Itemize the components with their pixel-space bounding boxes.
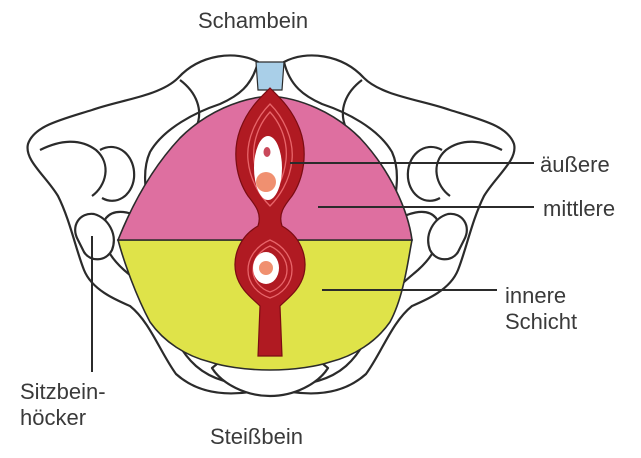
vaginal-spot [256,172,276,192]
pubic-symphysis [256,62,284,90]
upper-opening [254,136,282,200]
anal-spot [259,261,273,275]
label-inner-line1: innere [505,283,577,309]
urethra-spot [264,147,271,157]
label-middle-layer: mittlere [543,196,615,222]
label-sitz-line2: höcker [20,405,106,431]
label-outer-layer: äußere [540,152,610,178]
label-ischial-tuberosity: Sitzbein- höcker [20,379,106,431]
label-inner-layer: innere Schicht [505,283,577,335]
lower-opening [253,252,279,284]
label-inner-line2: Schicht [505,309,577,335]
label-sitz-line1: Sitzbein- [20,379,106,405]
label-pubic-bone: Schambein [198,8,308,34]
label-coccyx: Steißbein [210,424,303,450]
